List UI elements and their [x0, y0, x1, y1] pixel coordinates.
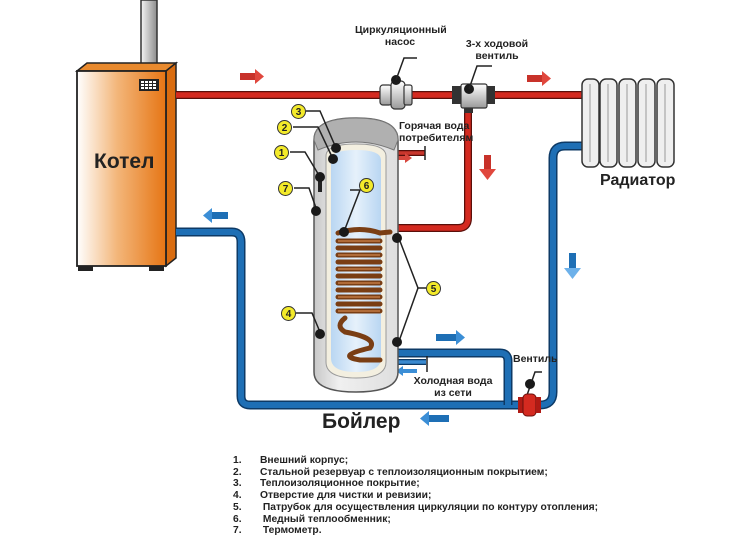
valve3-label-line1: 3-х ходовой — [465, 38, 529, 50]
cold-water-label-line1: Холодная вода — [413, 375, 493, 387]
legend-item: 3.Теплоизоляционное покрытие; — [233, 478, 420, 490]
legend-item: 1.Внешний корпус; — [233, 455, 349, 466]
badge-7: 7 — [278, 181, 293, 196]
callout-dots — [311, 143, 535, 389]
tank-label: Бойлер — [322, 410, 401, 433]
cold-water-pipes — [176, 141, 582, 410]
three-way-valve-label: 3-х ходовой вентиль — [462, 38, 532, 62]
badge-2: 2 — [277, 120, 292, 135]
circulation-pump — [379, 57, 417, 110]
legend-item: 4.Отверстие для чистки и ревизии; — [233, 490, 432, 502]
arrow-right-hot-2 — [527, 71, 551, 86]
legend-item: 2.Стальной резервуар с теплоизоляционным… — [233, 466, 548, 478]
water-tank — [313, 117, 399, 393]
arrow-left-cold-3 — [420, 411, 449, 426]
pump-label-line1: Циркуляционный — [355, 24, 447, 36]
arrow-down-hot — [479, 155, 496, 180]
arrow-left-cold-1 — [203, 208, 228, 223]
pump-label: Циркуляционный насос — [355, 24, 447, 48]
badge-4: 4 — [281, 306, 296, 321]
legend: 1.Внешний корпус; 2.Стальной резервуар с… — [233, 455, 598, 537]
boiler-label: Котел — [94, 150, 155, 173]
three-way-valve — [452, 65, 495, 113]
chimney — [140, 0, 158, 68]
boiler-unit — [74, 61, 179, 271]
arrow-right-hot-1 — [240, 69, 264, 84]
hot-water-pipes — [176, 91, 582, 232]
hot-water-label: Горячая вода потребителям — [399, 120, 474, 144]
badge-6: 6 — [359, 178, 374, 193]
valve-label: Вентиль — [513, 353, 558, 365]
legend-item: 6. Медный теплообменник; — [233, 513, 391, 525]
arrow-down-cold — [564, 253, 581, 279]
cold-water-label: Холодная вода из сети — [413, 375, 493, 399]
cold-water-label-line2: из сети — [434, 387, 472, 399]
radiator-unit — [581, 78, 675, 168]
legend-item: 7. Термометр. — [233, 525, 322, 537]
flow-arrows — [203, 69, 581, 426]
badge-1: 1 — [274, 145, 289, 160]
badge-3: 3 — [291, 104, 306, 119]
pump-label-line2: насос — [384, 36, 416, 48]
callout-lines — [290, 110, 542, 402]
radiator-label: Радиатор — [600, 172, 676, 189]
hot-water-label-line1: Горячая вода — [399, 120, 470, 132]
arrow-right-cold — [436, 330, 465, 345]
arrow-left-cold-2 — [396, 366, 417, 376]
hot-water-label-line2: потребителям — [399, 132, 474, 144]
valve3-label-line2: вентиль — [475, 50, 519, 62]
shutoff-valve — [518, 393, 541, 417]
legend-item: 5. Патрубок для осуществления циркуляции… — [233, 501, 599, 513]
badge-5: 5 — [426, 281, 441, 296]
thermometer — [318, 174, 322, 192]
